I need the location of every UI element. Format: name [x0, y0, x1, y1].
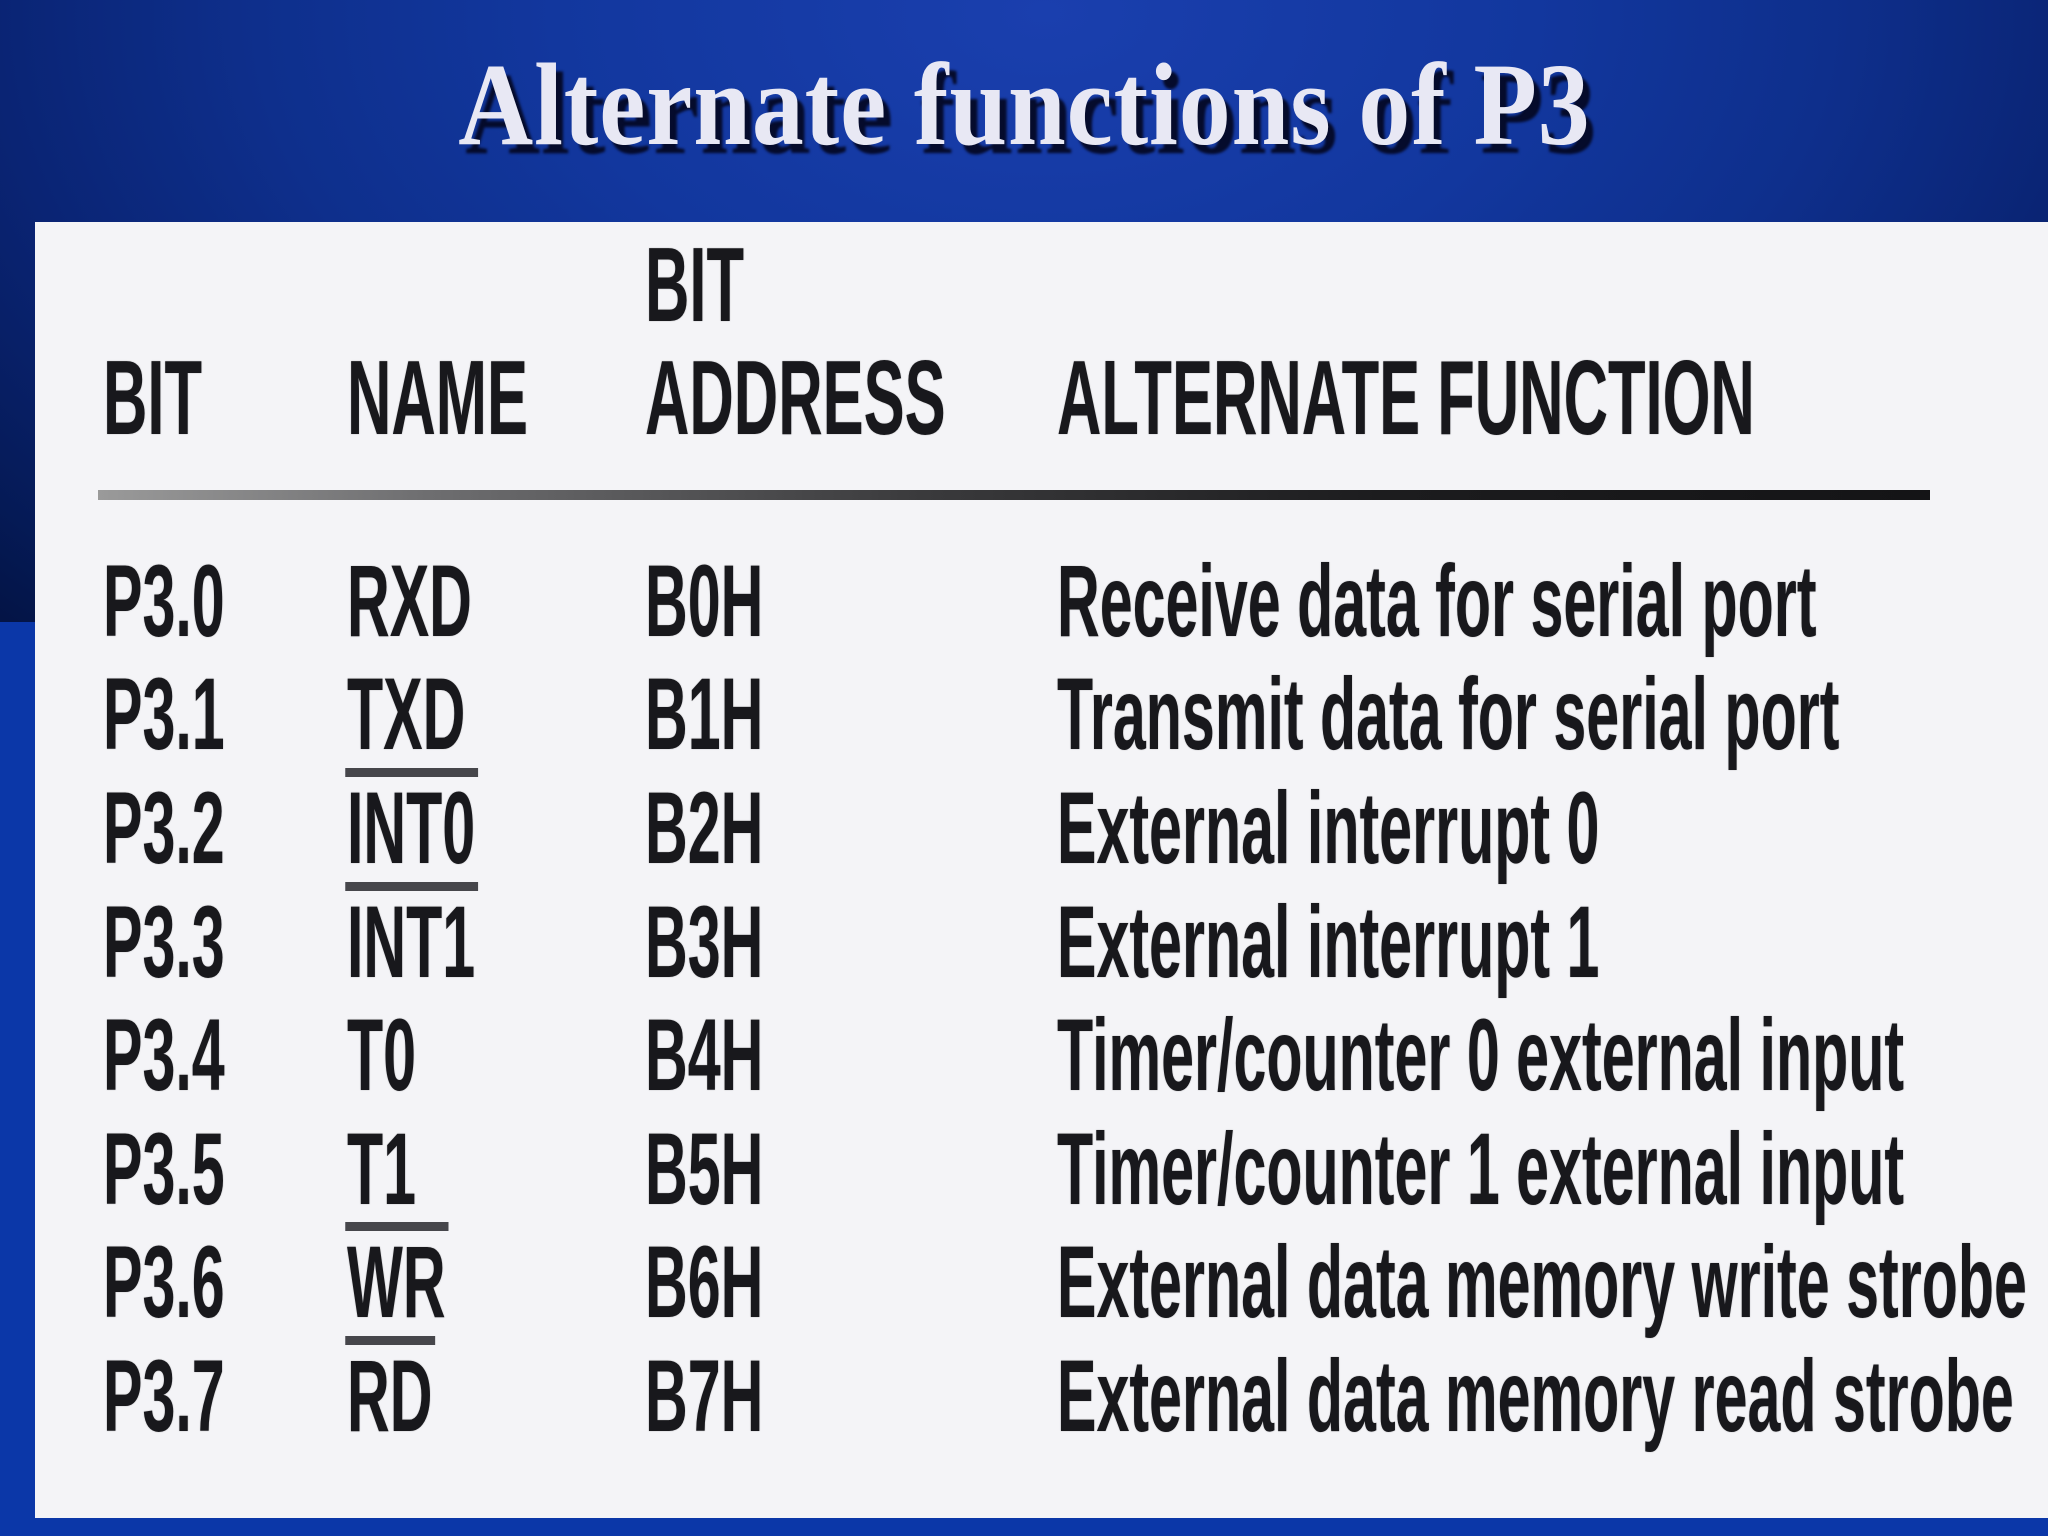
cell-name: RD — [345, 1335, 494, 1453]
cell-bit: P3.3 — [103, 884, 225, 999]
cell-name: INT0 — [345, 767, 568, 885]
pin-name: TXD — [347, 657, 466, 772]
header-alternate-function: ALTERNATE FUNCTION — [1057, 339, 1755, 457]
table-row: P3.2 INT0 B2H External interrupt 0 — [35, 767, 2048, 885]
cell-bit: P3.7 — [103, 1338, 225, 1453]
table-row: P3.0 RXD B0H Receive data for serial por… — [35, 544, 2048, 658]
cell-alternate-function: External interrupt 0 — [1057, 770, 1600, 885]
table-row: P3.5 T1 B5H Timer/counter 1 external inp… — [35, 1112, 2048, 1226]
cell-name: RXD — [347, 550, 562, 652]
table-row: P3.4 T0 B4H Timer/counter 0 external inp… — [35, 998, 2048, 1112]
cell-bit-address: B7H — [645, 1338, 764, 1453]
cell-name: WR — [345, 1222, 517, 1340]
cell-name: INT1 — [345, 881, 568, 999]
cell-alternate-function: External interrupt 1 — [1057, 884, 1600, 999]
table-panel: BIT BIT NAME ADDRESS ALTERNATE FUNCTION … — [35, 222, 2048, 1518]
cell-bit-address: B2H — [645, 770, 764, 885]
cell-name: TXD — [347, 663, 551, 765]
table-rows: P3.0 RXD B0H Receive data for serial por… — [35, 544, 2048, 1453]
cell-bit-address: B6H — [645, 1225, 764, 1340]
cell-bit: P3.6 — [103, 1225, 225, 1340]
cell-bit: P3.2 — [103, 770, 225, 885]
pin-name: INT1 — [345, 881, 479, 999]
cell-alternate-function: Transmit data for serial port — [1057, 657, 1840, 772]
table-row: P3.1 TXD B1H Transmit data for serial po… — [35, 658, 2048, 772]
cell-bit: P3.5 — [103, 1111, 225, 1226]
cell-alternate-function: External data memory read strobe — [1057, 1338, 2014, 1453]
cell-bit-address: B3H — [645, 884, 764, 999]
slide-title-text: Alternate functions of P3 — [457, 39, 1591, 170]
pin-name: T0 — [347, 998, 417, 1113]
header-bit-address-line2: ADDRESS — [645, 339, 946, 457]
cell-bit-address: B4H — [645, 998, 764, 1113]
slide-title: Alternate functions of P3 — [0, 46, 2048, 164]
cell-alternate-function: Receive data for serial port — [1057, 543, 1817, 658]
table-row: P3.7 RD B7H External data memory read st… — [35, 1335, 2048, 1453]
pin-name: T1 — [347, 1111, 417, 1226]
pin-name: RD — [345, 1335, 436, 1453]
pin-name: INT0 — [345, 767, 479, 885]
cell-name: T0 — [347, 1004, 466, 1106]
header-bit: BIT — [103, 339, 203, 457]
header-name: NAME — [347, 339, 529, 457]
table-row: P3.3 INT1 B3H External interrupt 1 — [35, 881, 2048, 999]
cell-alternate-function: Timer/counter 0 external input — [1057, 998, 1905, 1113]
cell-bit-address: B5H — [645, 1111, 764, 1226]
header-bit-address-line1: BIT — [645, 226, 745, 344]
header-rule — [98, 490, 1930, 500]
cell-name: T1 — [347, 1118, 466, 1220]
table-row: P3.6 WR B6H External data memory write s… — [35, 1222, 2048, 1340]
cell-alternate-function: External data memory write strobe — [1057, 1225, 2027, 1340]
cell-bit-address: B0H — [645, 543, 764, 658]
pin-name: WR — [345, 1222, 449, 1340]
cell-bit: P3.1 — [103, 657, 225, 772]
cell-bit-address: B1H — [645, 657, 764, 772]
cell-alternate-function: Timer/counter 1 external input — [1057, 1111, 1905, 1226]
cell-bit: P3.0 — [103, 543, 225, 658]
cell-bit: P3.4 — [103, 998, 225, 1113]
pin-name: RXD — [347, 543, 472, 658]
